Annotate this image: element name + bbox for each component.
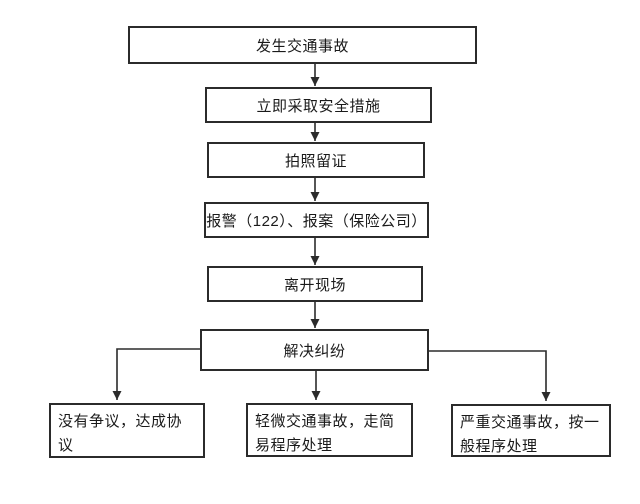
node-leave-scene: 离开现场 <box>207 266 423 302</box>
node-no-dispute-agreement: 没有争议，达成协议 <box>49 403 205 458</box>
connector-resolve-to-serious <box>429 350 551 401</box>
node-serious-accident-general-procedure-label: 严重交通事故，按一般程序处理 <box>460 414 600 455</box>
node-take-photos-evidence-label: 拍照留证 <box>284 152 347 170</box>
node-take-safety-measures: 立即采取安全措施 <box>205 87 432 123</box>
node-accident-occurred: 发生交通事故 <box>128 26 477 64</box>
node-minor-accident-simple-procedure-label: 轻微交通事故，走简易程序处理 <box>255 413 395 454</box>
node-take-photos-evidence: 拍照留证 <box>207 142 425 178</box>
node-no-dispute-agreement-label: 没有争议，达成协议 <box>58 413 183 454</box>
node-serious-accident-general-procedure: 严重交通事故，按一般程序处理 <box>451 404 611 457</box>
node-accident-occurred-label: 发生交通事故 <box>255 37 349 55</box>
node-leave-scene-label: 离开现场 <box>283 276 346 294</box>
node-minor-accident-simple-procedure: 轻微交通事故，走简易程序处理 <box>246 403 413 457</box>
node-take-safety-measures-label: 立即采取安全措施 <box>256 97 381 115</box>
node-resolve-dispute: 解决纠纷 <box>200 329 429 371</box>
node-resolve-dispute-label: 解决纠纷 <box>283 342 346 360</box>
connector-resolve-to-no-dispute <box>112 348 200 400</box>
node-call-police-and-insurance-label: 报警（122）、报案（保险公司） <box>206 212 427 230</box>
node-call-police-and-insurance: 报警（122）、报案（保险公司） <box>204 202 429 238</box>
